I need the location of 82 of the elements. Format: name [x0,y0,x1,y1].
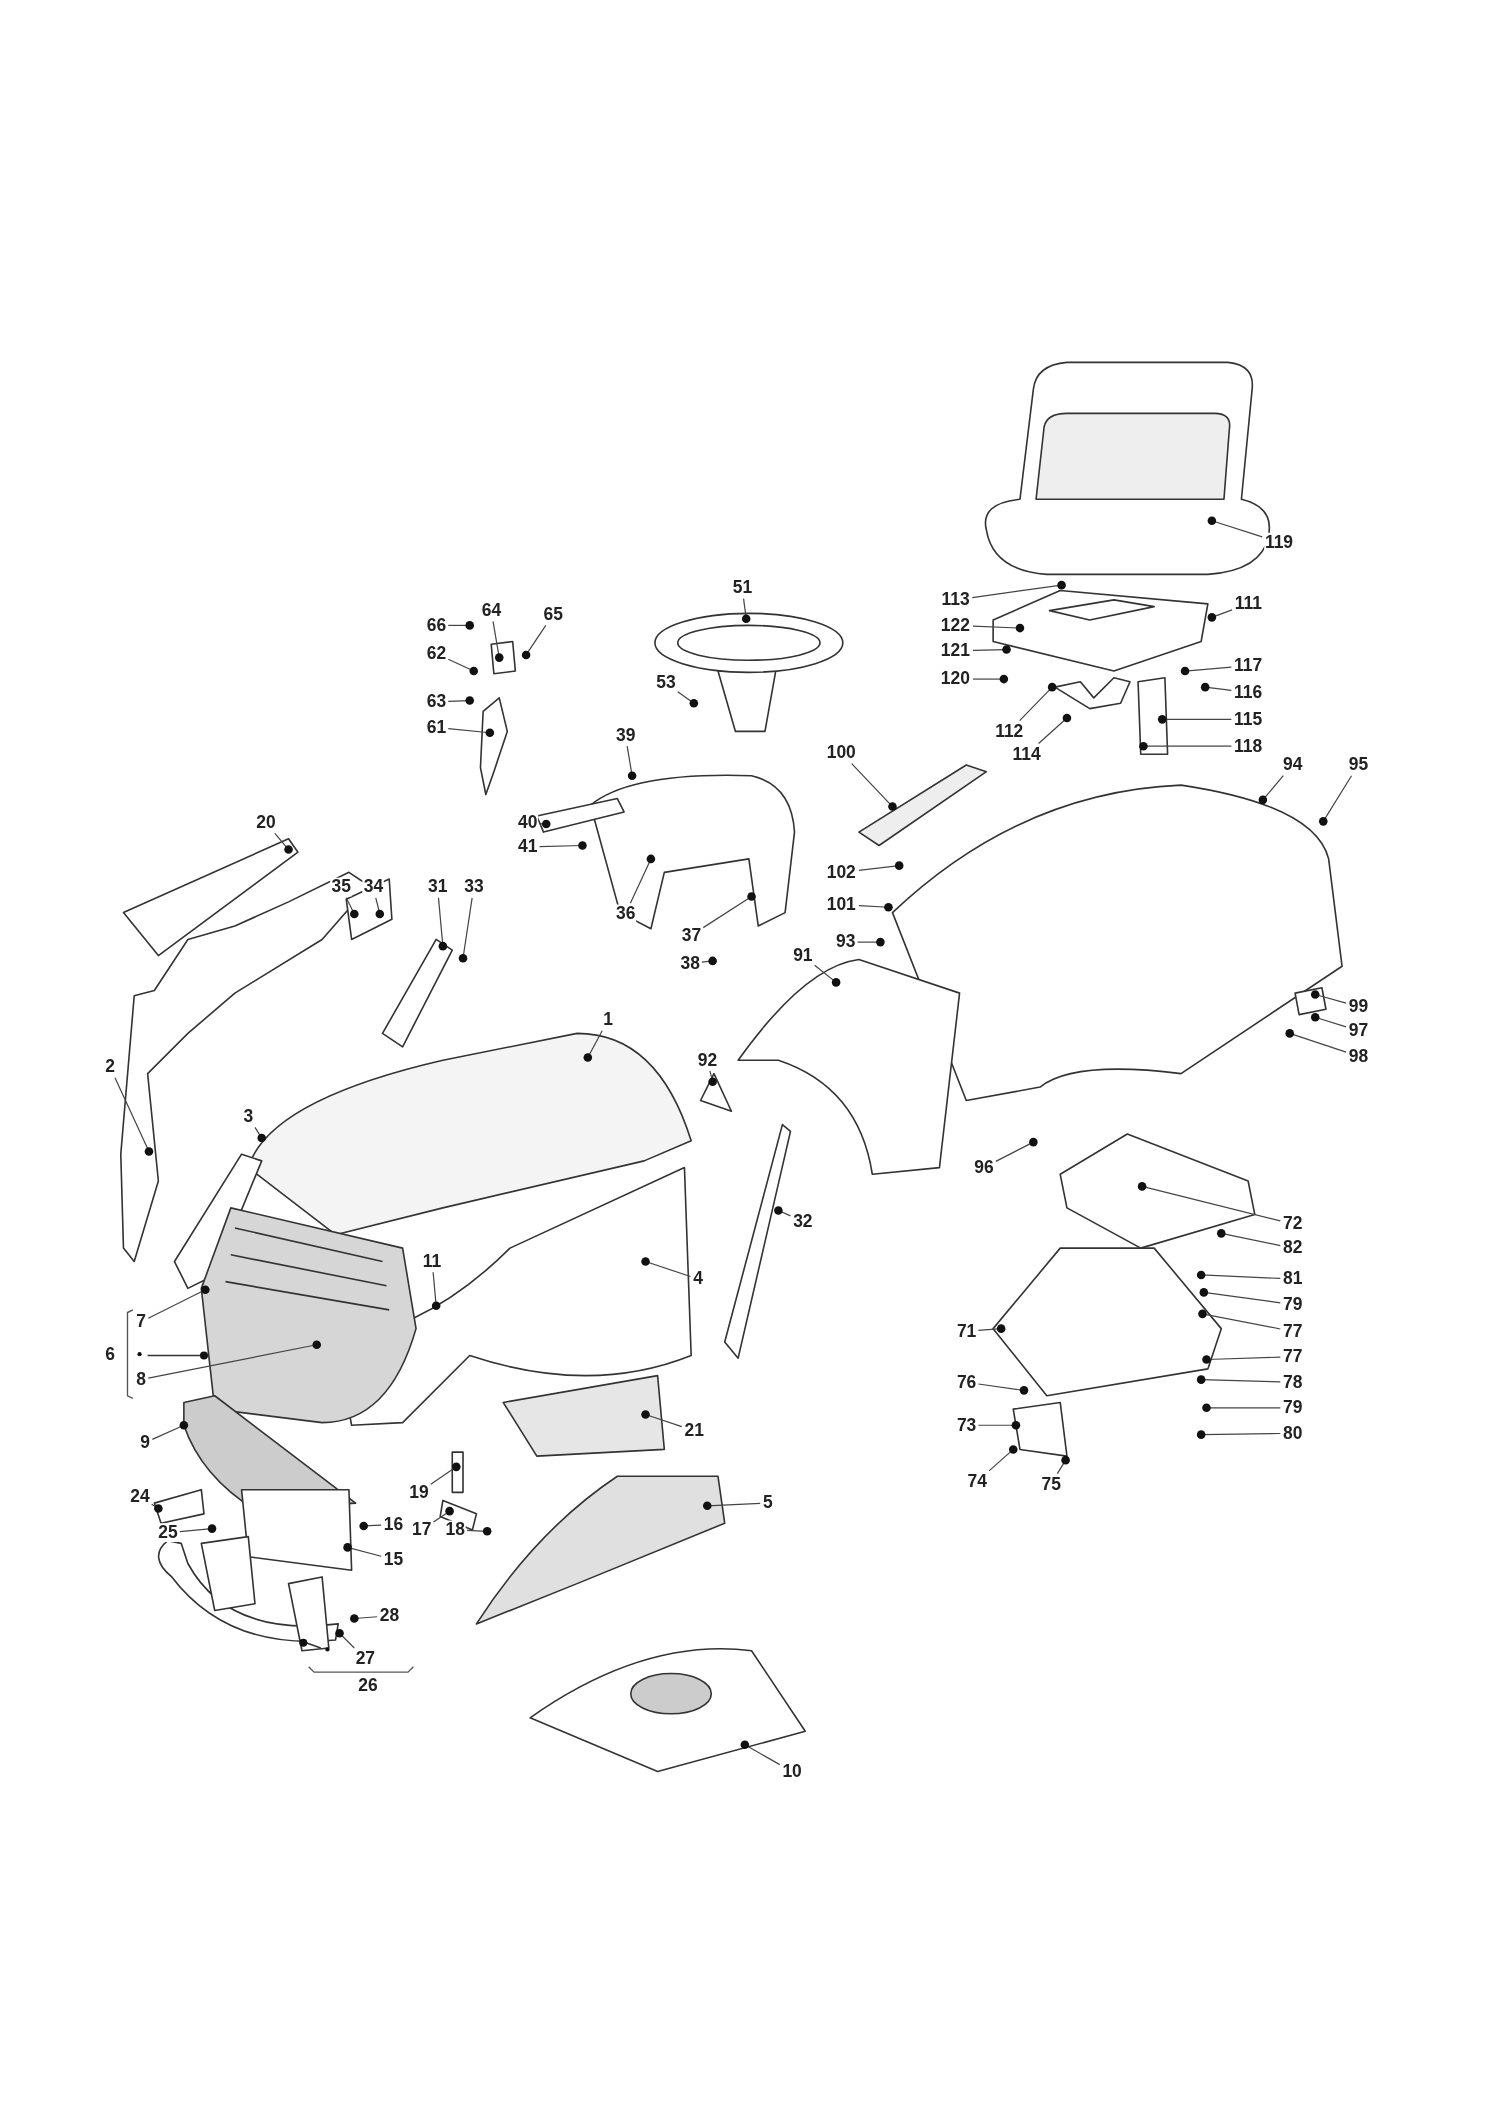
leader-line [1207,516,1263,538]
leader-line [151,1420,189,1440]
leader-line [521,624,547,660]
leader-line [1139,741,1232,751]
leader-line [254,1126,266,1143]
leader-line [629,854,656,904]
leader-line [147,1285,210,1319]
leader-line [492,620,504,662]
leader-line [1198,1309,1281,1330]
leader-line [851,763,897,811]
leader-line [1310,1013,1347,1028]
leader-line [1196,1375,1281,1384]
callout-number: 36 [614,904,637,924]
leader-line [858,861,904,871]
leader-line [1202,1403,1281,1413]
leader-line [335,1629,355,1649]
leader-line [1285,1029,1347,1053]
leader-line [641,1410,683,1428]
leader-line [972,674,1009,684]
leader-line [972,645,1011,654]
leader-line [350,1614,378,1623]
leader-line [447,696,474,705]
leader-line [1202,1355,1281,1364]
leader-line [447,728,495,738]
leader-line [1196,1430,1281,1439]
leader-line [977,1324,1006,1333]
leader-line [1019,682,1057,722]
leader-line [972,623,1025,633]
leader-line [1217,1229,1281,1247]
leader-line [741,597,751,623]
leader-line [375,897,385,919]
leader-line [447,621,474,630]
leader-line [977,1383,1029,1395]
leader-line [114,1077,154,1156]
leader-line [1196,1270,1281,1280]
leader-line [740,1740,781,1766]
leader-line [858,902,893,912]
leader-line [856,937,885,947]
leader-line [359,1521,382,1531]
leader-line [1200,682,1232,692]
leader-line [343,1543,382,1557]
leader-line [774,1206,792,1217]
leader-line [147,1340,321,1379]
callout-number: 25 [157,1523,180,1542]
leader-line [708,1070,717,1086]
leader-line [814,964,841,987]
leader-line [274,832,293,854]
leader-line [1180,666,1232,676]
leader-line [977,1420,1021,1430]
callout-number: 119 [1263,532,1295,552]
leader-line [345,897,359,919]
leader-line [538,841,587,850]
leader-line [1038,713,1072,745]
leader-line [432,1506,454,1523]
leader-line [702,892,756,929]
callout-number: 35 [330,877,353,897]
leader-line [1137,1182,1281,1222]
leader-line [988,1445,1018,1472]
leader-line [995,1137,1038,1162]
leader-line [437,897,448,951]
leader-line [702,1501,761,1511]
leader-line [1258,775,1284,805]
leader-line [1207,609,1233,622]
leader-line [1199,1288,1281,1304]
leader-line [701,956,717,966]
leader-line [447,658,479,676]
leader-line [1310,990,1347,1004]
leader-line [431,1271,441,1311]
leader-line [1157,715,1232,724]
leader-line [641,1257,692,1278]
leader-line [971,580,1066,599]
leader-line [1318,775,1353,826]
leader-line [538,819,551,829]
leader-line [466,1527,492,1536]
leader-line [151,1503,163,1513]
leader-line [430,1462,461,1485]
leader-line [1056,1455,1070,1475]
leader-line [677,691,699,708]
leader-line [458,897,473,963]
leader-line [179,1524,217,1533]
leader-line [583,1030,603,1062]
leader-line [626,745,637,780]
